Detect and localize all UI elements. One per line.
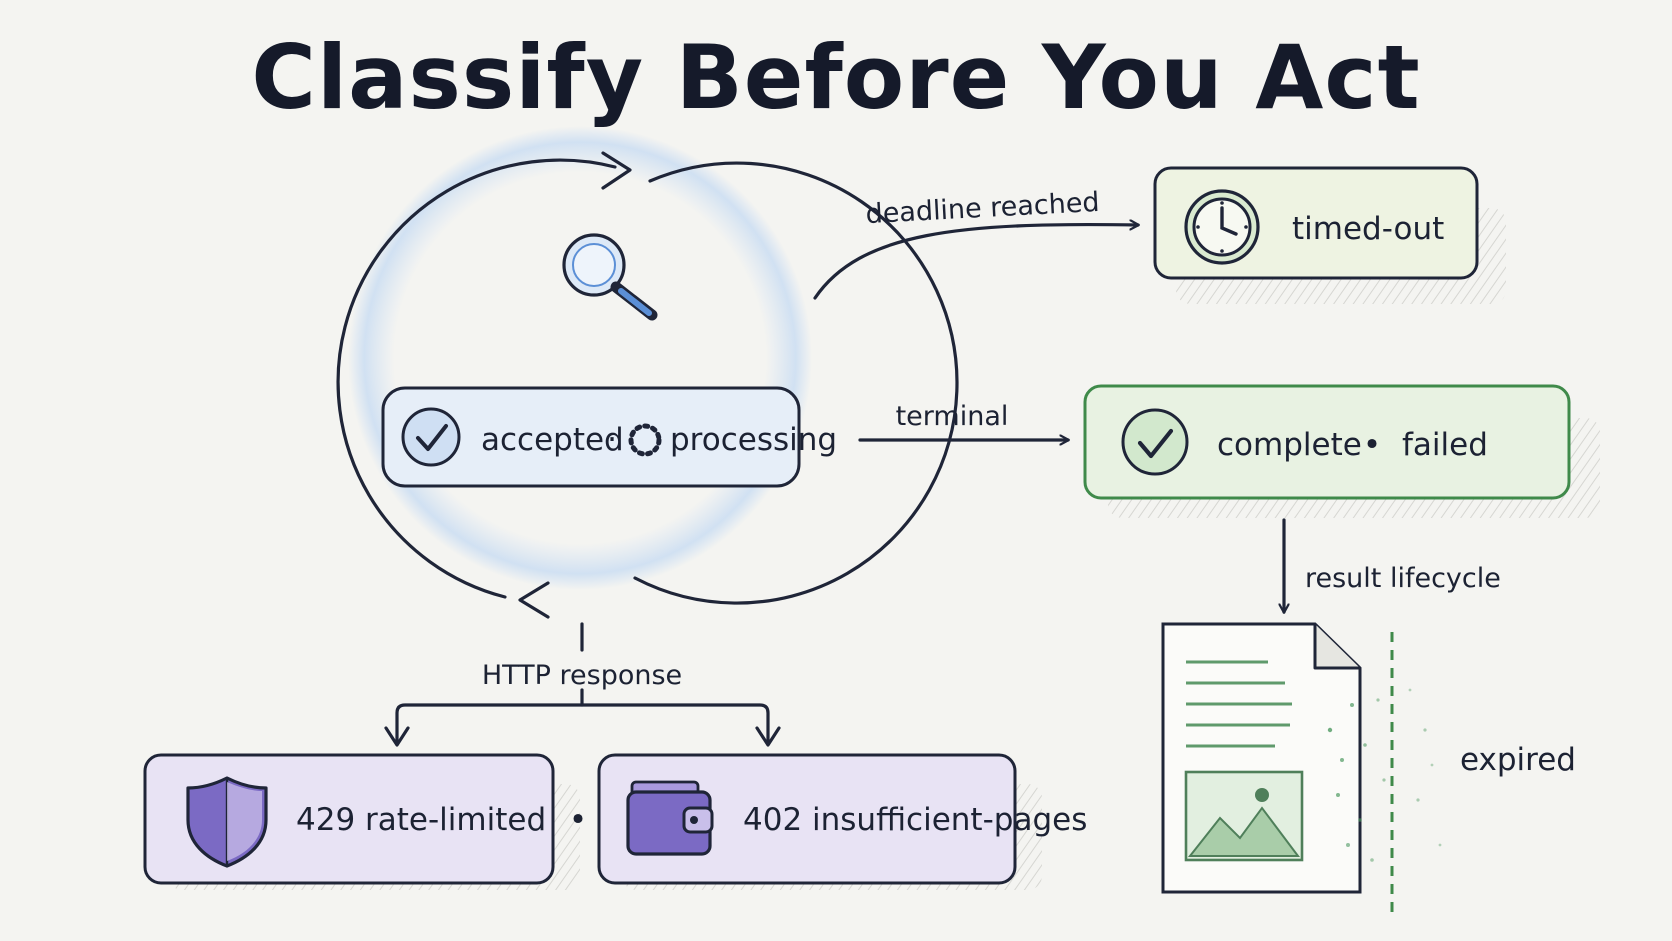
dissolving-particles xyxy=(1327,688,1442,862)
document-icon xyxy=(1161,622,1362,894)
wallet-icon xyxy=(626,780,714,856)
magnifier-icon xyxy=(562,233,658,321)
state-failed: failed xyxy=(1402,427,1488,463)
state-rate-limited: 429 rate-limited xyxy=(296,802,546,838)
timed-out-box: timed-out xyxy=(1153,166,1506,304)
insufficient-pages-box: 402 insufficient-pages xyxy=(597,753,1087,890)
shield-icon xyxy=(186,776,268,868)
state-expired: expired xyxy=(1460,742,1576,778)
http-label: HTTP response xyxy=(482,660,682,691)
deadline-arrow xyxy=(813,225,1138,300)
check-circle-icon xyxy=(401,407,461,467)
status-processing: processing xyxy=(670,422,837,458)
status-separator: · xyxy=(607,422,617,458)
complete-failed-box: complete • failed xyxy=(1083,384,1600,518)
check-circle-icon xyxy=(1121,408,1189,476)
loop-status-pill: accepted · processing xyxy=(381,386,837,488)
state-timed-out: timed-out xyxy=(1292,211,1444,247)
page-title: Classify Before You Act xyxy=(251,26,1420,129)
http-branch xyxy=(395,703,770,744)
terminal-state-separator: • xyxy=(1363,427,1381,463)
http-state-separator: • xyxy=(569,802,587,838)
status-accepted: accepted xyxy=(481,422,624,458)
lifecycle-label: result lifecycle xyxy=(1305,563,1501,594)
dotted-circle-icon xyxy=(628,423,662,457)
clock-icon xyxy=(1184,189,1260,265)
state-complete: complete xyxy=(1217,427,1362,463)
terminal-label: terminal xyxy=(896,401,1009,432)
state-insufficient-pages: 402 insufficient-pages xyxy=(743,802,1087,838)
rate-limited-box: 429 rate-limited xyxy=(143,753,580,890)
